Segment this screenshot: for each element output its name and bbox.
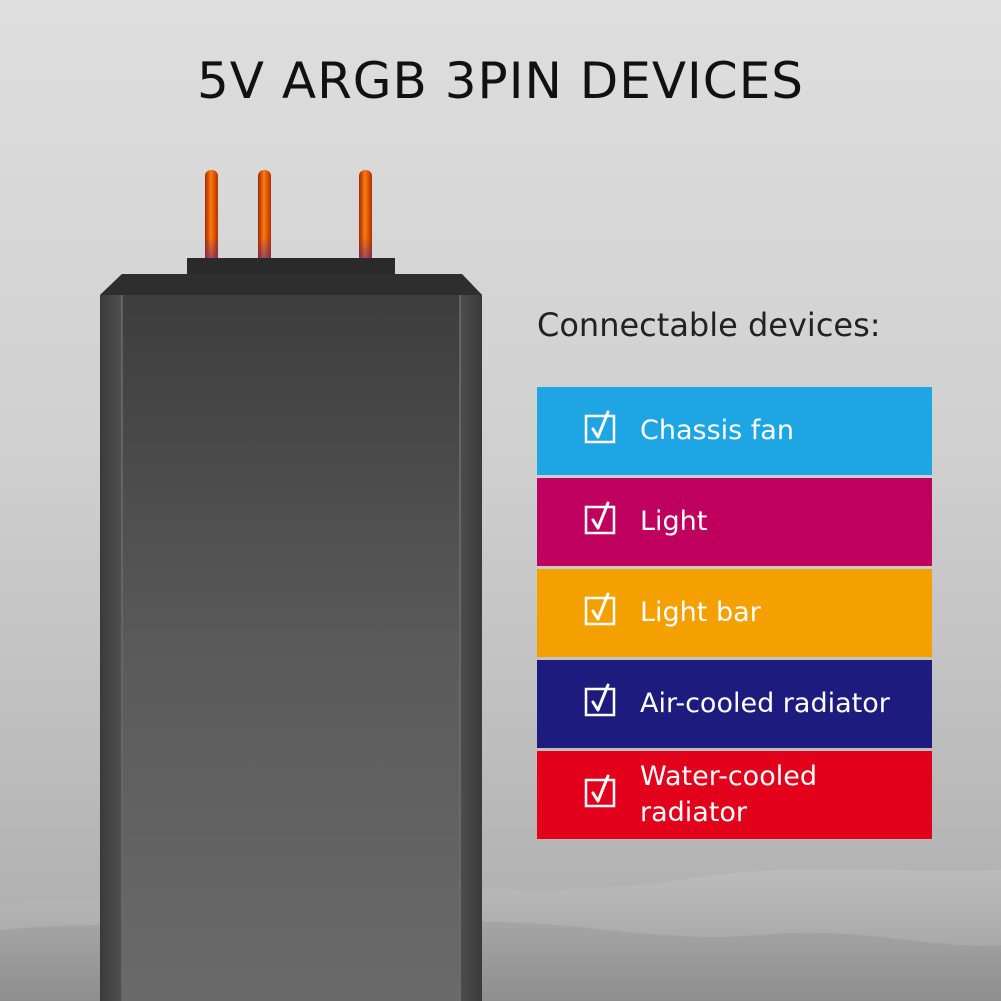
- device-item-chassis-fan: Chassis fan: [537, 387, 932, 475]
- checkbox-checked-icon: [584, 410, 616, 444]
- connector-pins: [205, 170, 372, 265]
- connector-body: [100, 274, 482, 1001]
- checkbox-checked-icon: [584, 501, 616, 535]
- page-title: 5V ARGB 3PIN DEVICES: [196, 52, 805, 110]
- device-item-light-bar: Light bar: [537, 569, 932, 657]
- device-label: Light: [640, 506, 708, 537]
- device-label: Light bar: [640, 597, 761, 628]
- device-item-air-cooled-radiator: Air-cooled radiator: [537, 660, 932, 748]
- connector-cap: [187, 258, 395, 274]
- checkbox-checked-icon: [584, 592, 616, 626]
- device-item-light: Light: [537, 478, 932, 566]
- checkbox-checked-icon: [584, 683, 616, 717]
- checkbox-checked-icon: [584, 774, 616, 808]
- device-item-water-cooled-radiator: Water-cooled radiator: [537, 751, 932, 839]
- device-label: Water-cooled radiator: [640, 761, 817, 828]
- connectable-devices-heading: Connectable devices:: [537, 306, 881, 344]
- device-label: Air-cooled radiator: [640, 688, 890, 719]
- device-label: Chassis fan: [640, 415, 794, 446]
- device-list: Chassis fan Light Light bar Air-cooled r…: [537, 387, 932, 842]
